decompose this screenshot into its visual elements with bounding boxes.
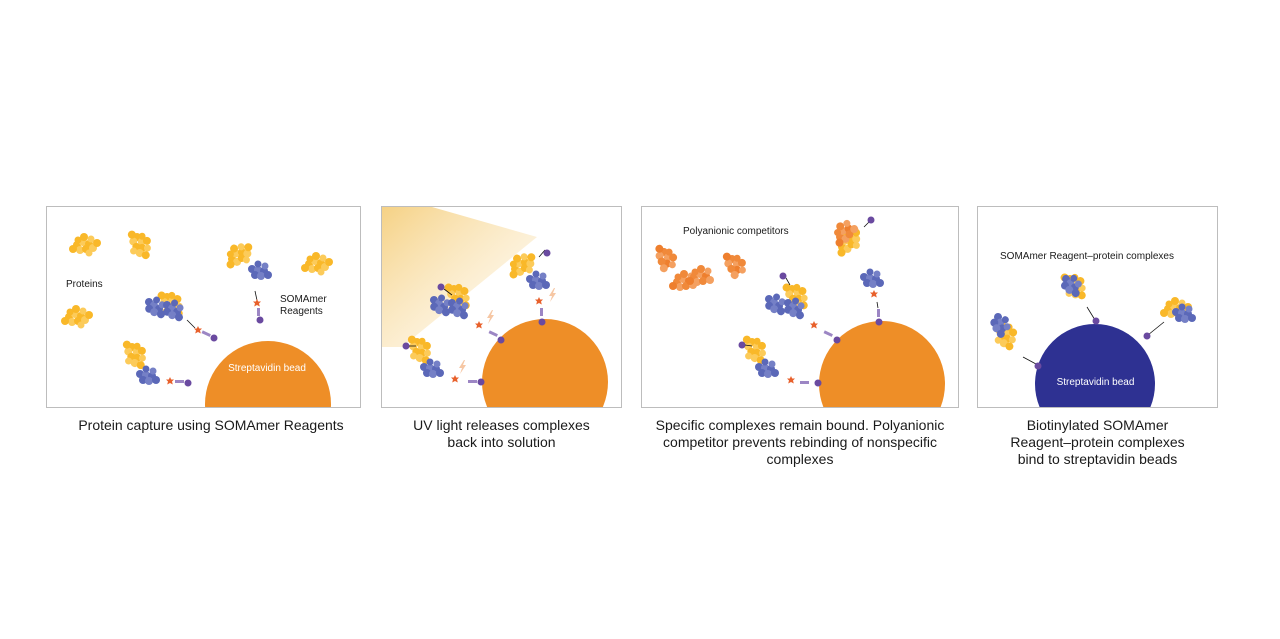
streptavidin-bead-navy: [1035, 324, 1155, 407]
somamer-reagents-label: SOMAmer Reagents: [280, 294, 327, 318]
caption-line: Specific complexes remain bound. Polyani…: [655, 417, 945, 433]
caption-polyanionic-competition: Specific complexes remain bound. Polyani…: [630, 417, 970, 468]
panel-polyanionic-competition: Polyanionic competitors: [641, 206, 959, 408]
protein-capture-illustration: [61, 225, 333, 407]
streptavidin-bead: [482, 319, 608, 407]
streptavidin-bead-label: Streptavidin bead: [228, 363, 306, 374]
caption-line: complexes: [766, 451, 834, 467]
streptavidin-bead: [205, 341, 331, 407]
caption-line: Biotinylated SOMAmer: [1026, 417, 1169, 433]
polyanionic-competition-illustration: [653, 214, 945, 407]
uv-light-beam: [382, 207, 537, 347]
polyanionic-competitors-label: Polyanionic competitors: [683, 226, 789, 237]
somamer-label-line1: SOMAmer: [280, 294, 327, 305]
caption-line: UV light releases complexes: [413, 417, 590, 433]
streptavidin-bead: [819, 321, 945, 407]
panel-protein-capture: Proteins SOMAmer Reagents Streptavidin b…: [46, 206, 361, 408]
complexes-label: SOMAmer Reagent–protein complexes: [1000, 251, 1174, 262]
streptavidin-bead-label: Streptavidin bead: [1056, 377, 1135, 388]
caption-line: Reagent–protein complexes: [1010, 434, 1185, 450]
competitor: [653, 242, 680, 274]
somamer-label-line2: Reagents: [280, 306, 323, 317]
biotin-binding-illustration: [986, 266, 1196, 407]
panel-biotin-streptavidin-binding: SOMAmer Reagent–protein complexes Strept…: [977, 206, 1218, 408]
panel-uv-release: [381, 206, 622, 408]
uv-release-illustration: [382, 207, 608, 407]
caption-biotin-streptavidin-binding: Biotinylated SOMAmer Reagent–protein com…: [977, 417, 1218, 468]
caption-line: bind to streptavidin beads: [1017, 451, 1178, 467]
proteins-label: Proteins: [66, 279, 103, 290]
caption-protein-capture: Protein capture using SOMAmer Reagents: [78, 417, 344, 433]
caption-line: competitor prevents rebinding of nonspec…: [663, 434, 937, 450]
caption-line: back into solution: [447, 434, 556, 450]
caption-uv-release: UV light releases complexes back into so…: [381, 417, 622, 451]
